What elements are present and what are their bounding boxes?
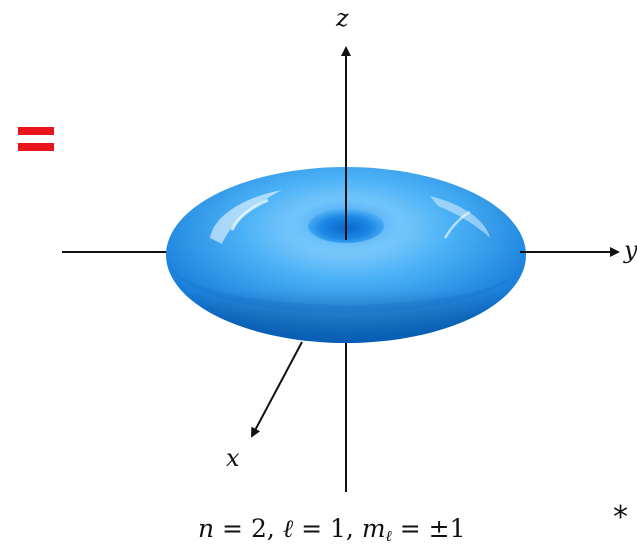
caption-n-symbol: n [198,514,215,543]
caption-m-subscript: ℓ [385,527,392,545]
equals-sign [18,127,54,151]
torus-orbital [166,167,526,343]
z-axis-label: z [336,4,349,32]
caption-l-symbol: ℓ [282,514,294,543]
x-axis [251,341,303,438]
caption-n-value: = 2, [214,514,283,543]
y-axis-label: y [624,236,637,264]
asterisk-mark: * [613,500,628,535]
quantum-numbers-caption: n = 2, ℓ = 1, mℓ = ±1 [198,516,465,544]
caption-m-value: = ±1 [391,514,466,543]
x-axis-label: x [226,444,240,472]
caption-m-symbol: m [361,514,386,543]
caption-l-value: = 1, [293,514,362,543]
